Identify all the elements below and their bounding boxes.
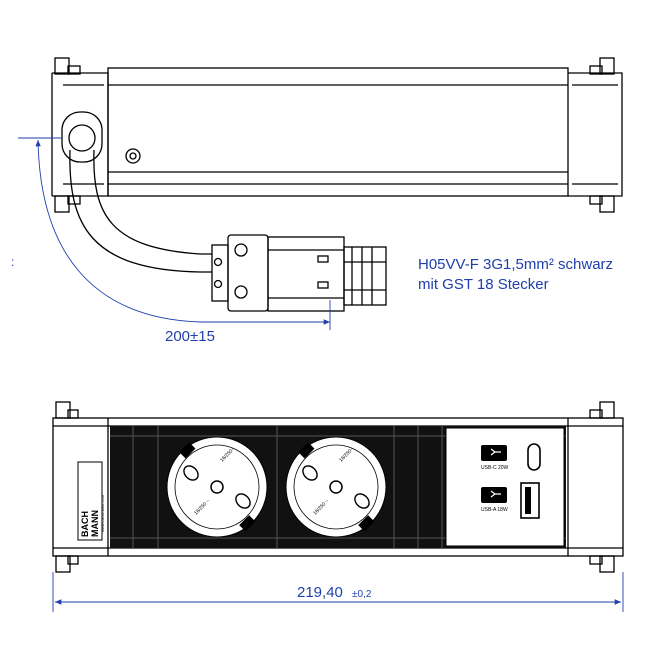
- socket-1: 16/250~ 16/250 ~: [166, 436, 268, 538]
- overall-length-label: 219,40: [297, 584, 343, 601]
- cable-length-label: 200±15: [165, 328, 215, 345]
- brand-label: BACH MANN: [77, 461, 103, 541]
- usb-module: USB-C 20W USB-A 18W: [445, 427, 565, 547]
- right-end-cap: [568, 72, 623, 197]
- website-label: www.bachmann.com: [100, 494, 105, 532]
- usb-c-label: USB-C 20W: [481, 465, 509, 471]
- cable-spec-line1: H05VV-F 3G1,5mm² schwarz: [418, 256, 613, 273]
- left-bottom-bracket: [54, 195, 70, 213]
- brand-line2: MANN: [90, 510, 100, 537]
- left-end-cap: [52, 72, 109, 197]
- socket-2: 16/250~ 16/250 ~: [285, 436, 387, 538]
- top-view-body: [107, 67, 569, 197]
- usb-a-label: USB-A 18W: [481, 507, 508, 513]
- usb-c-port: [527, 443, 541, 471]
- cable-gland: [61, 111, 103, 163]
- top-view: [51, 57, 623, 273]
- overall-length-tolerance: ±0,2: [352, 589, 372, 600]
- gst18-connector: [211, 234, 387, 312]
- overall-length-dimension: [52, 572, 624, 612]
- brand-line1: BACH: [80, 511, 90, 537]
- stray-mark: :: [11, 255, 14, 269]
- cable-length-dimension: [18, 137, 331, 330]
- front-profile: [52, 417, 624, 557]
- left-top-bracket: [54, 57, 70, 75]
- cable-spec-line2: mit GST 18 Stecker: [418, 276, 549, 293]
- mounting-screw: [125, 148, 141, 164]
